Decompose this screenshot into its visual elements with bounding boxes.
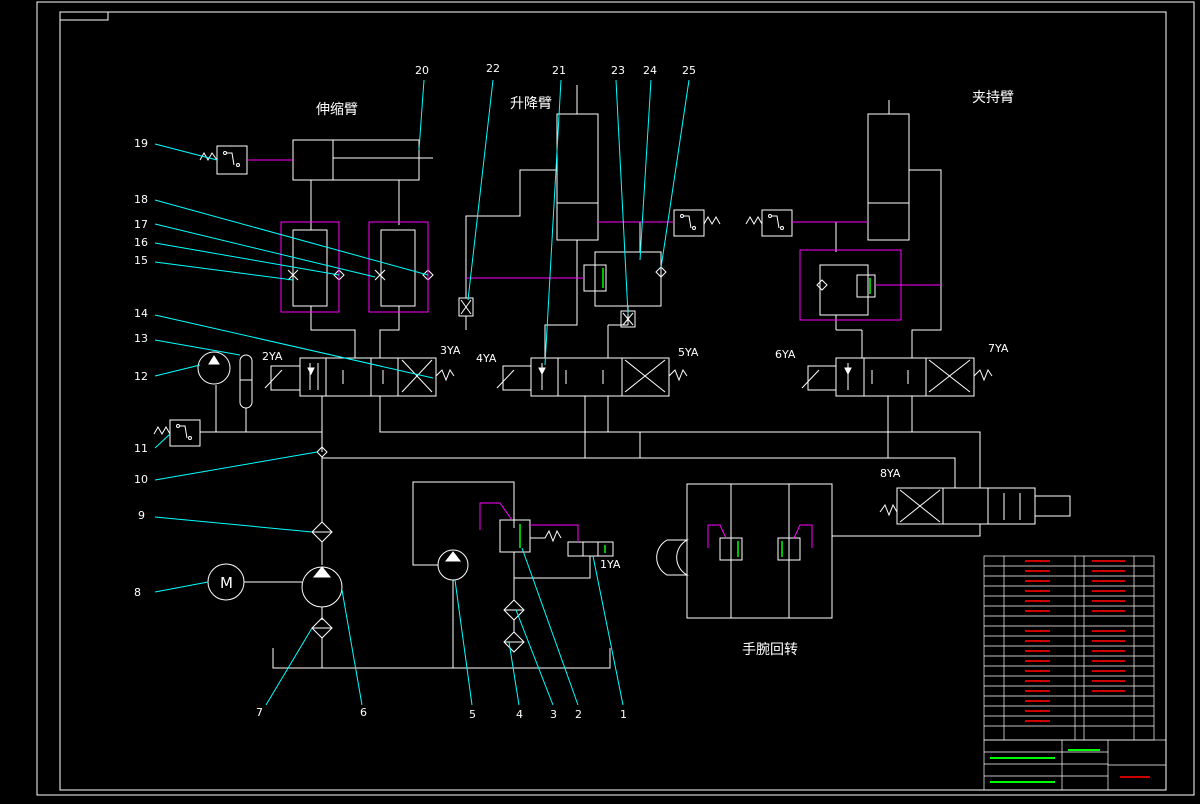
callout-1: 1: [620, 708, 627, 721]
clamping-cylinder: [867, 100, 910, 241]
solenoid-valve-1YA: [567, 541, 614, 557]
callout-11: 11: [134, 442, 148, 455]
outer-frame: [36, 1, 1195, 796]
callout-4: 4: [516, 708, 523, 721]
label-7YA: 7YA: [988, 342, 1009, 355]
telescopic-cylinder: [292, 139, 433, 181]
directional-valve-clamping: [801, 357, 993, 458]
balance-valve-24: [583, 251, 662, 358]
callout-19: 19: [134, 137, 148, 150]
label-5YA: 5YA: [678, 346, 699, 359]
callout-24: 24: [643, 64, 657, 77]
pressure-switch-lift: [673, 209, 721, 237]
title-lifting-arm: 升降臂: [510, 96, 552, 112]
title-clamping-arm: 夹持臂: [972, 90, 1014, 106]
label-8YA: 8YA: [880, 467, 901, 480]
title-block-marks: [990, 749, 1100, 783]
directional-valve-telescopic: [264, 357, 455, 397]
callout-12: 12: [134, 370, 148, 383]
callout-6: 6: [360, 706, 367, 719]
directional-valve-lifting: [496, 357, 688, 458]
throttle-22: [458, 297, 474, 330]
throttle-check-right: [374, 229, 416, 358]
callout-17: 17: [134, 218, 148, 231]
parts-table: [983, 555, 1167, 791]
motor-label: M: [220, 574, 233, 592]
parts-table-entries: [1025, 560, 1150, 778]
callout-13: 13: [134, 332, 148, 345]
label-6YA: 6YA: [775, 348, 796, 361]
callout-20: 20: [415, 64, 429, 77]
title-wrist-rotation: 手腕回转: [742, 642, 798, 658]
inner-frame: [59, 11, 1167, 791]
callout-8: 8: [134, 586, 141, 599]
callout-15: 15: [134, 254, 148, 267]
throttle-check-left: [287, 225, 356, 358]
callout-23: 23: [611, 64, 625, 77]
speed-unit-box-right: [368, 221, 429, 313]
check-valve-25: [655, 266, 667, 278]
pilot-check-clamp: [819, 264, 876, 358]
label-3YA: 3YA: [440, 344, 461, 357]
callout-16: 16: [134, 236, 148, 249]
accumulator-13: [239, 354, 253, 409]
tank: [272, 648, 611, 669]
callout-7: 7: [256, 706, 263, 719]
callout-5: 5: [469, 708, 476, 721]
label-4YA: 4YA: [476, 352, 497, 365]
wrist-rotation-block: [656, 483, 833, 619]
label-1YA: 1YA: [600, 558, 621, 571]
callout-25: 25: [682, 64, 696, 77]
label-2YA: 2YA: [262, 350, 283, 363]
callout-9: 9: [138, 509, 145, 522]
pressure-switch-11: [153, 419, 201, 447]
pump-12: [197, 351, 231, 385]
title-telescopic-arm: 伸缩臂: [316, 102, 358, 118]
callout-14: 14: [134, 307, 148, 320]
callout-18: 18: [134, 193, 148, 206]
pressure-switch-19: [199, 145, 248, 175]
callout-21: 21: [552, 64, 566, 77]
directional-valve-wrist: [879, 487, 1071, 525]
corner-tag: [59, 11, 109, 21]
return-line: [379, 396, 981, 488]
callout-10: 10: [134, 473, 148, 486]
pressure-switch-clamp: [745, 209, 793, 237]
callout-3: 3: [550, 708, 557, 721]
callout-2: 2: [575, 708, 582, 721]
callout-22: 22: [486, 62, 500, 75]
speed-unit-box-left: [280, 221, 340, 313]
filter-4: [503, 631, 525, 653]
supply-line: [322, 457, 956, 488]
check-valve-clamp: [816, 279, 828, 291]
relief-valve-2: [499, 519, 531, 553]
lifting-cylinder: [556, 85, 599, 241]
